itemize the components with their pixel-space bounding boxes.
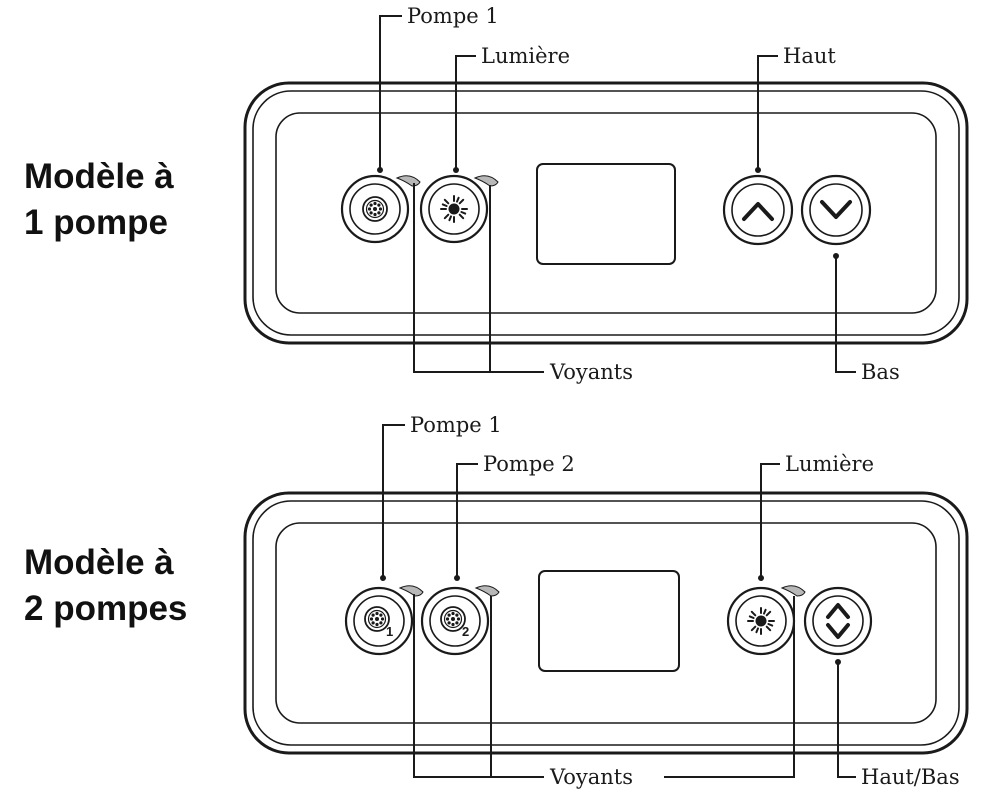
chevron-down-icon bbox=[820, 200, 852, 219]
up-button[interactable] bbox=[722, 174, 794, 246]
pump-1-indicator-light bbox=[395, 175, 421, 187]
display-screen bbox=[536, 163, 676, 265]
callout-down: Bas bbox=[861, 360, 900, 384]
display-screen bbox=[538, 570, 680, 672]
light-indicator-light bbox=[473, 175, 499, 187]
light-button[interactable] bbox=[419, 174, 489, 244]
down-button[interactable] bbox=[800, 174, 872, 246]
callout-pump-1: Pompe 1 bbox=[410, 413, 502, 437]
leader-dots-model-1 bbox=[377, 167, 839, 259]
pump-number-label: 1 bbox=[386, 624, 393, 639]
pump-2-button[interactable]: 2 bbox=[420, 586, 490, 656]
leader-dots-model-2 bbox=[380, 575, 841, 665]
model-2-title: Modèle à 2 pompes bbox=[24, 540, 187, 632]
callout-indicators: Voyants bbox=[549, 360, 633, 384]
up-down-button[interactable] bbox=[803, 586, 873, 656]
panel-model-2 bbox=[243, 491, 969, 755]
callout-indicators: Voyants bbox=[549, 765, 633, 789]
sun-icon bbox=[747, 607, 775, 635]
callout-up-down: Haut/Bas bbox=[861, 765, 960, 789]
callout-light: Lumière bbox=[481, 44, 570, 68]
up-down-icon bbox=[826, 603, 850, 639]
pump-2-indicator-light bbox=[474, 585, 500, 597]
callout-light: Lumière bbox=[785, 452, 874, 476]
jet-icon bbox=[362, 196, 388, 222]
callout-up: Haut bbox=[783, 44, 836, 68]
leader-lines-model-1 bbox=[379, 15, 856, 373]
model-2-title-line1: Modèle à bbox=[24, 543, 174, 582]
pump-1-button[interactable]: 1 bbox=[344, 586, 414, 656]
callout-pump-2: Pompe 2 bbox=[483, 452, 575, 476]
model-1-title-line2: 1 pompe bbox=[24, 203, 168, 242]
pump-1-button[interactable] bbox=[340, 174, 410, 244]
leader-lines-model-2 bbox=[382, 424, 856, 778]
callout-pump-1: Pompe 1 bbox=[407, 4, 499, 28]
light-button[interactable] bbox=[726, 586, 796, 656]
model-1-title: Modèle à 1 pompe bbox=[24, 154, 174, 246]
model-2-title-line2: 2 pompes bbox=[24, 589, 188, 628]
model-1-title-line1: Modèle à bbox=[24, 157, 174, 196]
sun-icon bbox=[440, 195, 468, 223]
chevron-up-icon bbox=[742, 202, 774, 221]
light-indicator-light bbox=[780, 585, 806, 597]
pump-number-label: 2 bbox=[462, 624, 469, 639]
panel-model-1 bbox=[243, 81, 969, 345]
pump-1-indicator-light bbox=[398, 585, 424, 597]
